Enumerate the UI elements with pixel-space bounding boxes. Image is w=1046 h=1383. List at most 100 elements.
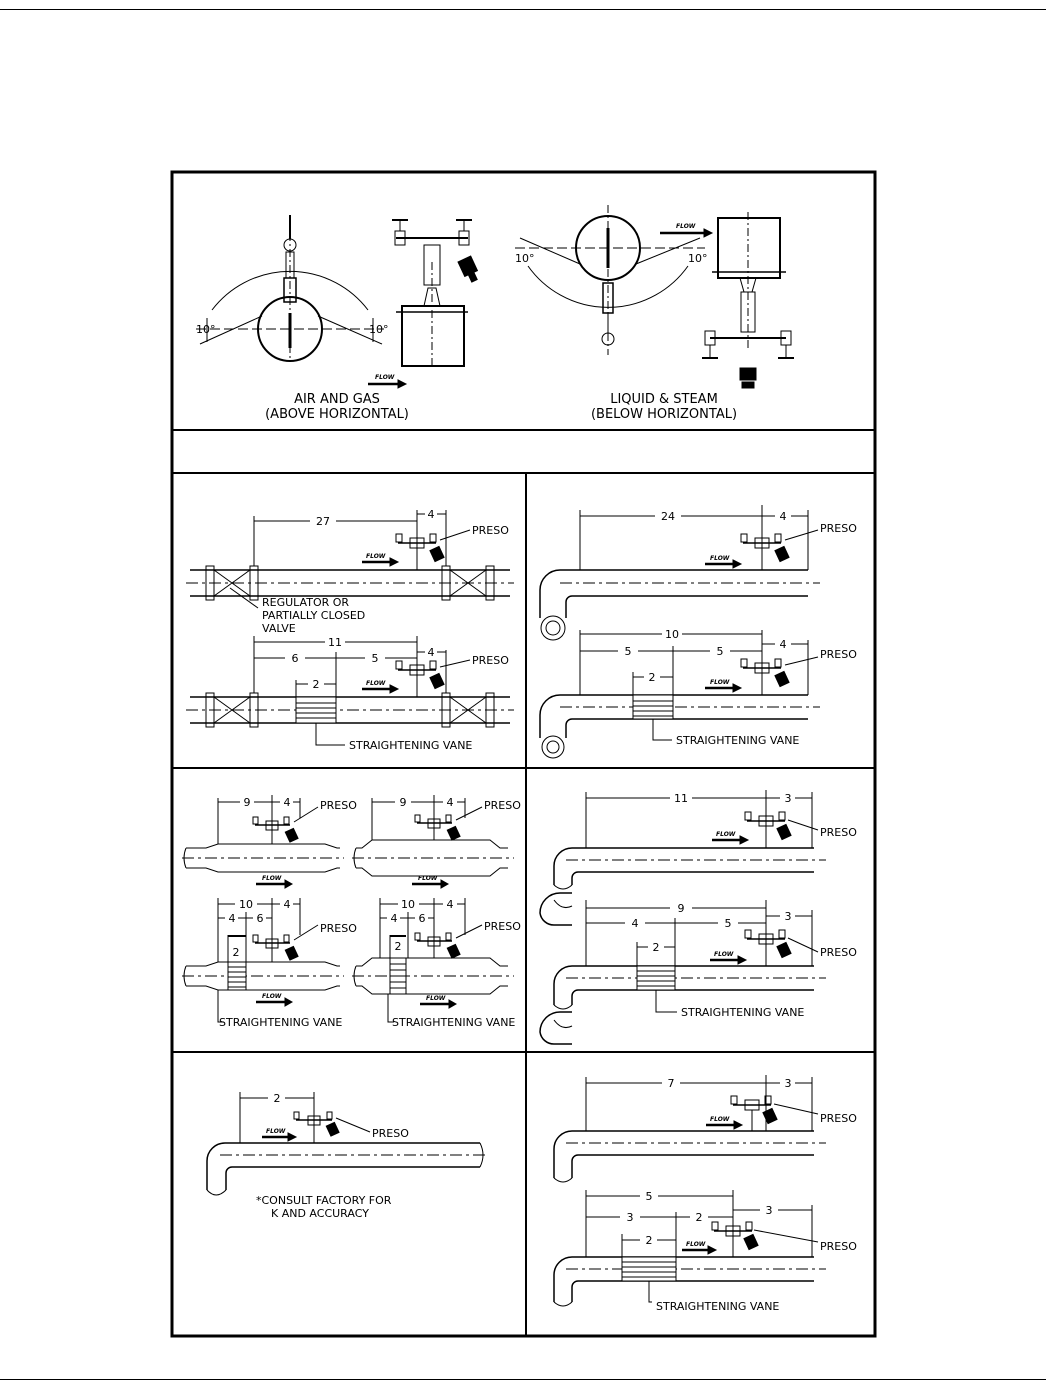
dimension-value: 5 [725, 917, 732, 930]
dimension: 5 3 2 3 2 [585, 1190, 813, 1257]
pipe-run [182, 843, 344, 873]
dimension: 10 4 6 4 2 [217, 898, 301, 962]
angle-label: 10° [515, 252, 535, 265]
note: PARTIALLY CLOSED [262, 609, 365, 622]
preso-meter-icon [740, 658, 790, 695]
dimension: 10 5 5 4 2 [579, 628, 809, 695]
panel-short-run: 2 PRESO FLOW *CONSULT FACTORY FOR K AND … [206, 1092, 488, 1220]
flow-arrow-icon: FLOW [705, 679, 743, 693]
preso-label: PRESO [820, 826, 857, 839]
preso-label: PRESO [372, 1127, 409, 1140]
flow-arrow-icon: FLOW [256, 993, 294, 1007]
preso-label: PRESO [484, 920, 521, 933]
preso-label: PRESO [820, 1112, 857, 1125]
dimension-value: 3 [785, 910, 792, 923]
panel-single-elbow: 24 4 PRESO FLOW [539, 505, 857, 759]
dimension-value: 11 [674, 792, 688, 805]
dimension-value: 24 [661, 510, 675, 523]
dimension-value: 5 [372, 652, 379, 665]
vane-label: STRAIGHTENING VANE [349, 739, 472, 752]
flow-arrow-icon: FLOW [706, 1116, 744, 1130]
vane-label: STRAIGHTENING VANE [656, 1300, 779, 1313]
flow-label: FLOW [262, 993, 282, 1000]
preso-meter-icon [395, 533, 445, 570]
flow-label: FLOW [366, 553, 386, 560]
dimension-value: 10 [239, 898, 253, 911]
preso-label: PRESO [820, 648, 857, 661]
pipe-run [182, 961, 344, 991]
caption: (ABOVE HORIZONTAL) [265, 407, 409, 422]
flow-arrow-icon: FLOW [362, 680, 400, 694]
dimension-value: 4 [447, 898, 454, 911]
dimension-value: 9 [244, 796, 251, 809]
dimension-value: 4 [229, 912, 236, 925]
dimension-value: 10 [665, 628, 679, 641]
dimension-value: 3 [785, 792, 792, 805]
dimension-value: 6 [292, 652, 299, 665]
preso-meter-icon [252, 816, 299, 844]
angle-label: 10° [196, 323, 216, 336]
dimension-value: 4 [284, 796, 291, 809]
dimension: 27 4 [253, 508, 447, 570]
dimension-value: 6 [419, 912, 426, 925]
preso-label: PRESO [484, 799, 521, 812]
pipe-run [352, 839, 514, 877]
dimension-value: 3 [627, 1211, 634, 1224]
flow-arrow-icon: FLOW [712, 831, 750, 845]
pipe-run [186, 565, 514, 601]
note: VALVE [262, 622, 296, 635]
flow-label: FLOW [686, 1241, 706, 1248]
preso-label: PRESO [820, 1240, 857, 1253]
vane-label: STRAIGHTENING VANE [392, 1016, 515, 1029]
flow-label: FLOW [710, 1116, 730, 1123]
dimension-value: 4 [780, 510, 787, 523]
preso-meter-icon [740, 533, 790, 570]
dimension-value: 4 [428, 508, 435, 521]
vane-label: STRAIGHTENING VANE [219, 1016, 342, 1029]
caption: LIQUID & STEAM [610, 392, 718, 407]
note: K AND ACCURACY [271, 1207, 369, 1220]
header-rule [0, 9, 1046, 10]
preso-meter-icon [744, 811, 792, 848]
note: REGULATOR OR [262, 596, 349, 609]
angle-label: 10° [688, 252, 708, 265]
dimension-value: 2 [233, 946, 240, 959]
preso-meter-icon [293, 1111, 340, 1143]
flow-label: FLOW [716, 831, 736, 838]
dimension: 9 4 [371, 795, 466, 840]
flow-arrow-icon: FLOW [412, 875, 450, 889]
flow-label: FLOW [714, 951, 734, 958]
dimension-value: 2 [653, 941, 660, 954]
dimension-value: 7 [668, 1077, 675, 1090]
flow-arrow-icon: FLOW [705, 555, 743, 569]
preso-label: PRESO [320, 799, 357, 812]
preso-label: PRESO [472, 654, 509, 667]
dimension: 24 4 [579, 505, 809, 570]
footer-rule [0, 1379, 1046, 1380]
dimension-value: 4 [632, 917, 639, 930]
pipe-run [206, 1142, 488, 1196]
dimension: 7 3 [585, 1075, 813, 1131]
flow-label: FLOW [676, 223, 696, 230]
panel-double-elbow: 11 3 PRESO FLOW [539, 790, 857, 1045]
pipe-run [186, 692, 514, 728]
note: *CONSULT FACTORY FOR [256, 1194, 392, 1207]
dimension: 9 4 5 3 2 [585, 900, 813, 966]
dimension-value: 10 [401, 898, 415, 911]
dimension-value: 4 [447, 796, 454, 809]
air-gas-side-view: FLOW [368, 219, 479, 389]
flow-label: FLOW [375, 374, 395, 381]
pipe-run [539, 569, 820, 641]
caption: (BELOW HORIZONTAL) [591, 407, 737, 422]
dimension-value: 2 [313, 678, 320, 691]
flow-arrow-icon: FLOW [362, 553, 400, 567]
pipe-run [553, 1256, 826, 1307]
preso-meter-icon [744, 929, 792, 966]
vane-label: STRAIGHTENING VANE [681, 1006, 804, 1019]
dimension: 11 3 [585, 790, 813, 848]
preso-meter-icon [395, 660, 445, 697]
flow-arrow-icon: FLOW [710, 951, 748, 965]
dimension: 11 6 5 4 2 [253, 636, 447, 697]
dimension-value: 6 [257, 912, 264, 925]
